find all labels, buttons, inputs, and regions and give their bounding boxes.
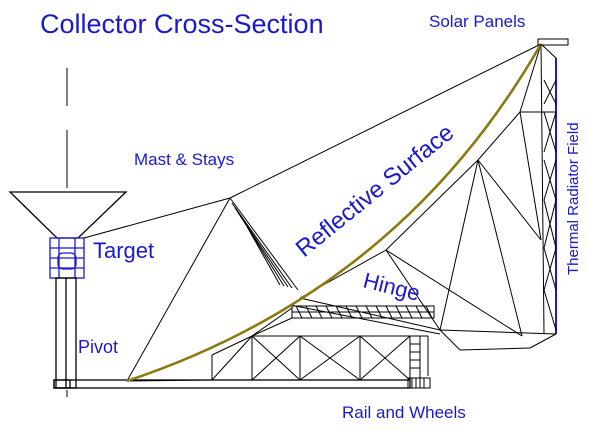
reflector-truss	[289, 43, 557, 351]
solar-panels-label: Solar Panels	[429, 12, 525, 31]
target-label: Target	[93, 238, 154, 263]
hinge-label: Hinge	[361, 268, 423, 306]
support-truss	[126, 307, 434, 382]
rail-wheels	[407, 377, 431, 389]
target-box	[49, 237, 85, 279]
pivot-label: Pivot	[78, 337, 118, 357]
diagram-title: Collector Cross-Section	[40, 9, 324, 39]
thermal-radiator-label: Thermal Radiator Field	[565, 122, 582, 275]
solar-panel-bracket	[537, 38, 569, 46]
mast-stays-label: Mast & Stays	[134, 150, 234, 169]
mast	[55, 277, 77, 389]
radiator-truss	[543, 79, 557, 331]
hinge-framework	[291, 305, 435, 380]
stays	[83, 43, 542, 382]
reflective-surface-curve	[126, 43, 543, 383]
rail-wheels-label: Rail and Wheels	[342, 403, 466, 422]
base-beam	[53, 379, 411, 389]
